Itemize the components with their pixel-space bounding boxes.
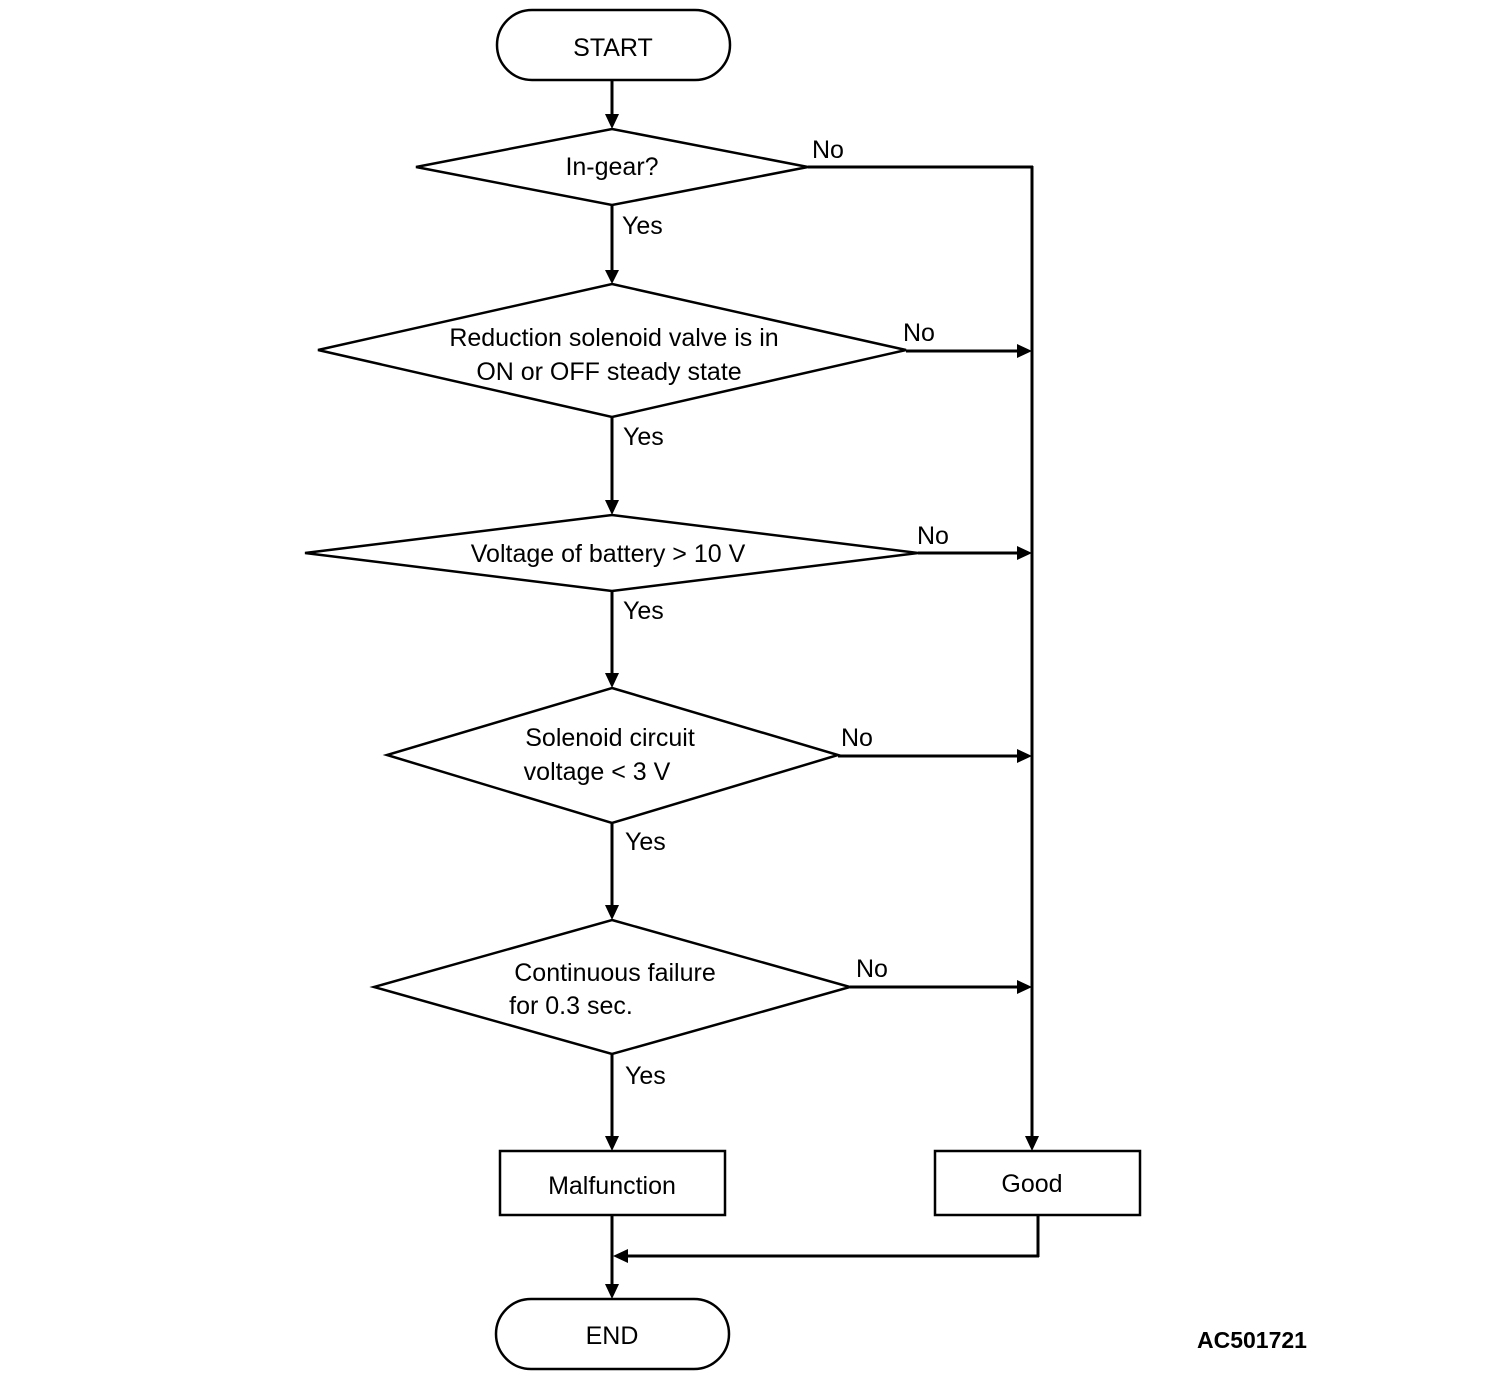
arrowhead-left [613,1249,628,1263]
arrowhead-down [605,673,619,688]
arrowhead-right [1017,546,1032,560]
good-box [933,1149,1142,1217]
arrowhead-down [605,1136,619,1151]
start-label: START [573,34,653,62]
no-label-in-gear: No [812,136,844,164]
arrowhead-down [1025,1136,1039,1151]
yes-label-solenoid-steady: Yes [623,423,664,451]
decision-circuit-voltage-line2: voltage < 3 V [524,758,671,786]
arrowhead-right [1017,344,1032,358]
malfunction-label: Malfunction [548,1172,676,1200]
decision-solenoid-steady-line2: ON or OFF steady state [476,358,741,386]
yes-label-in-gear: Yes [622,212,663,240]
no-label-continuous-failure: No [856,955,888,983]
decision-continuous-failure-line1: Continuous failure [514,959,716,987]
figure-id: AC501721 [1197,1327,1307,1353]
end-label: END [586,1322,639,1350]
decision-solenoid-steady-line1: Reduction solenoid valve is in [449,324,778,352]
yes-label-continuous-failure: Yes [625,1062,666,1090]
no-label-battery-voltage: No [917,522,949,550]
decision-circuit-voltage-line1: Solenoid circuit [525,724,695,752]
decision-circuit-voltage [382,686,843,825]
arrowhead-down [605,500,619,515]
end-terminal [494,1297,731,1371]
arrowhead-down [605,270,619,284]
yes-label-battery-voltage: Yes [623,597,664,625]
decision-in-gear-label: In-gear? [565,153,658,181]
arrowhead-right [1017,980,1032,994]
decision-continuous-failure-line2: for 0.3 sec. [509,992,633,1020]
decision-continuous-failure [369,918,855,1056]
arrowhead-down [605,1284,619,1299]
decision-battery-voltage-label: Voltage of battery > 10 V [471,540,746,568]
no-label-circuit-voltage: No [841,724,873,752]
good-label: Good [1001,1170,1062,1198]
no-label-solenoid-steady: No [903,319,935,347]
yes-label-circuit-voltage: Yes [625,828,666,856]
malfunction-box [498,1149,727,1217]
arrowhead-down [605,905,619,920]
arrowhead-right [1017,749,1032,763]
arrowhead-down [605,114,619,129]
